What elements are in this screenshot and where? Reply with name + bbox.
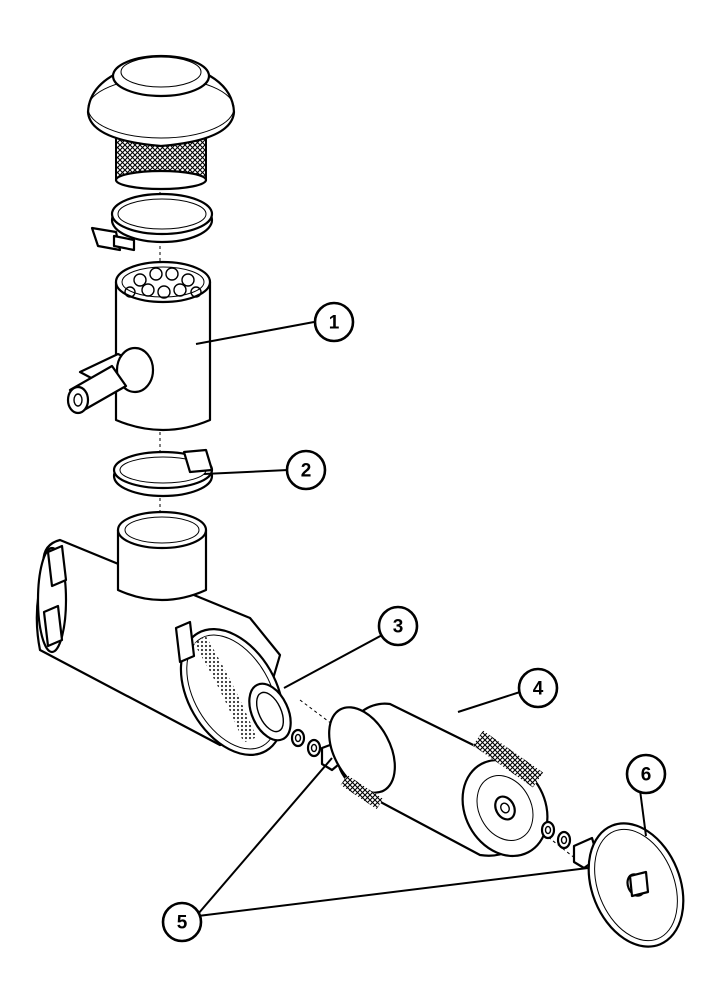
upper-clamp [90,192,214,252]
lower-clamp [112,448,214,498]
callout-3: 3 [377,605,419,647]
callout-5: 5 [161,901,203,943]
svg-text:5: 5 [177,913,188,934]
end-cover [587,822,685,948]
svg-text:2: 2 [301,461,312,482]
air-cleaner-housing [35,510,285,756]
callout-2: 2 [285,449,327,491]
svg-text:4: 4 [533,679,544,700]
svg-text:3: 3 [393,617,404,638]
svg-text:1: 1 [329,313,340,334]
callout-6: 6 [625,753,667,795]
rain-cap [86,54,236,191]
tube-vanes [124,267,202,299]
callout-1: 1 [313,301,355,343]
svg-text:6: 6 [641,765,652,786]
seal-ring [248,682,292,742]
filter-element [328,702,549,858]
callout-4: 4 [517,667,559,709]
callout-leaders [195,321,647,917]
precleaner-tube [66,260,212,432]
